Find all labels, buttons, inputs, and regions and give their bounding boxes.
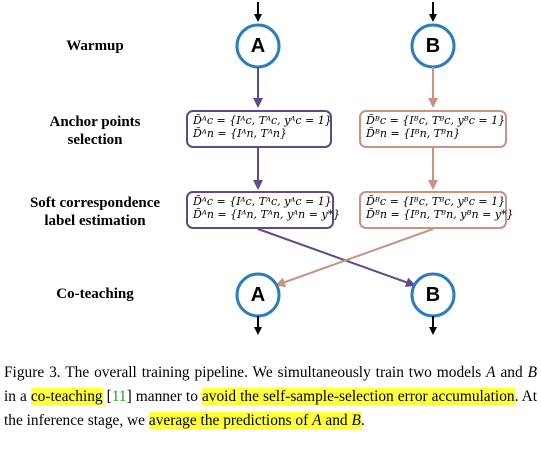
stage-coteach-label: Co-teaching [56, 286, 134, 302]
model-b-label-top: B [425, 35, 441, 57]
highlight-co-teaching: co-teaching [30, 388, 103, 405]
soft-box-a: D̃ᴬc = {Iᴬc, Tᴬc, yᴬc = 1} D̃ᴬn = {Iᴬn, … [186, 191, 340, 229]
cross-arrow-b-to-a [275, 228, 434, 288]
model-a-label-top: A [250, 35, 266, 57]
anchor-box-b: D̃ᴮc = {Iᴮc, Tᴮc, yᴮc = 1} D̃ᴮn = {Iᴮn, … [359, 110, 507, 148]
anchor-box-a: D̃ᴬc = {Iᴬc, Tᴬc, yᴬc = 1} D̃ᴬn = {Iᴬn, … [186, 110, 332, 148]
cross-arrow-a-to-b [257, 228, 416, 288]
pipeline-diagram [235, 2, 456, 335]
stage-soft-label: Soft correspondence label estimation [29, 195, 161, 229]
highlight-error-accumulation: avoid the self-sample-selection error ac… [201, 388, 515, 405]
highlight-average-predictions: average the predictions of A and B [148, 412, 361, 429]
stage-warmup-label: Warmup [66, 38, 124, 54]
model-a-label-bottom: A [250, 284, 266, 306]
figure-caption: Figure 3. The overall training pipeline.… [4, 364, 538, 429]
stage-anchor-label: Anchor points selection [49, 114, 141, 148]
model-b-label-bottom: B [425, 284, 441, 306]
soft-box-b: D̃ᴮc = {Iᴮc, Tᴮc, yᴮc = 1} D̃ᴮn = {Iᴮn, … [359, 191, 514, 229]
citation-link[interactable]: 11 [111, 388, 127, 405]
